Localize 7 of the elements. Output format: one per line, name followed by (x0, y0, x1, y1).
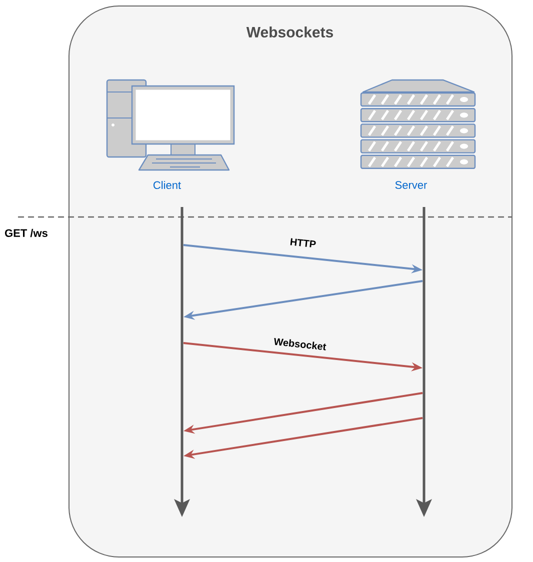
lifeline (416, 207, 432, 517)
node-label: Server (395, 181, 428, 189)
lifeline (174, 207, 190, 517)
edge-label: Websocket (272, 336, 328, 352)
edge-label: HTTP (288, 237, 318, 249)
note-text: GET /ws (5, 228, 48, 238)
node-label: Client (154, 180, 181, 190)
